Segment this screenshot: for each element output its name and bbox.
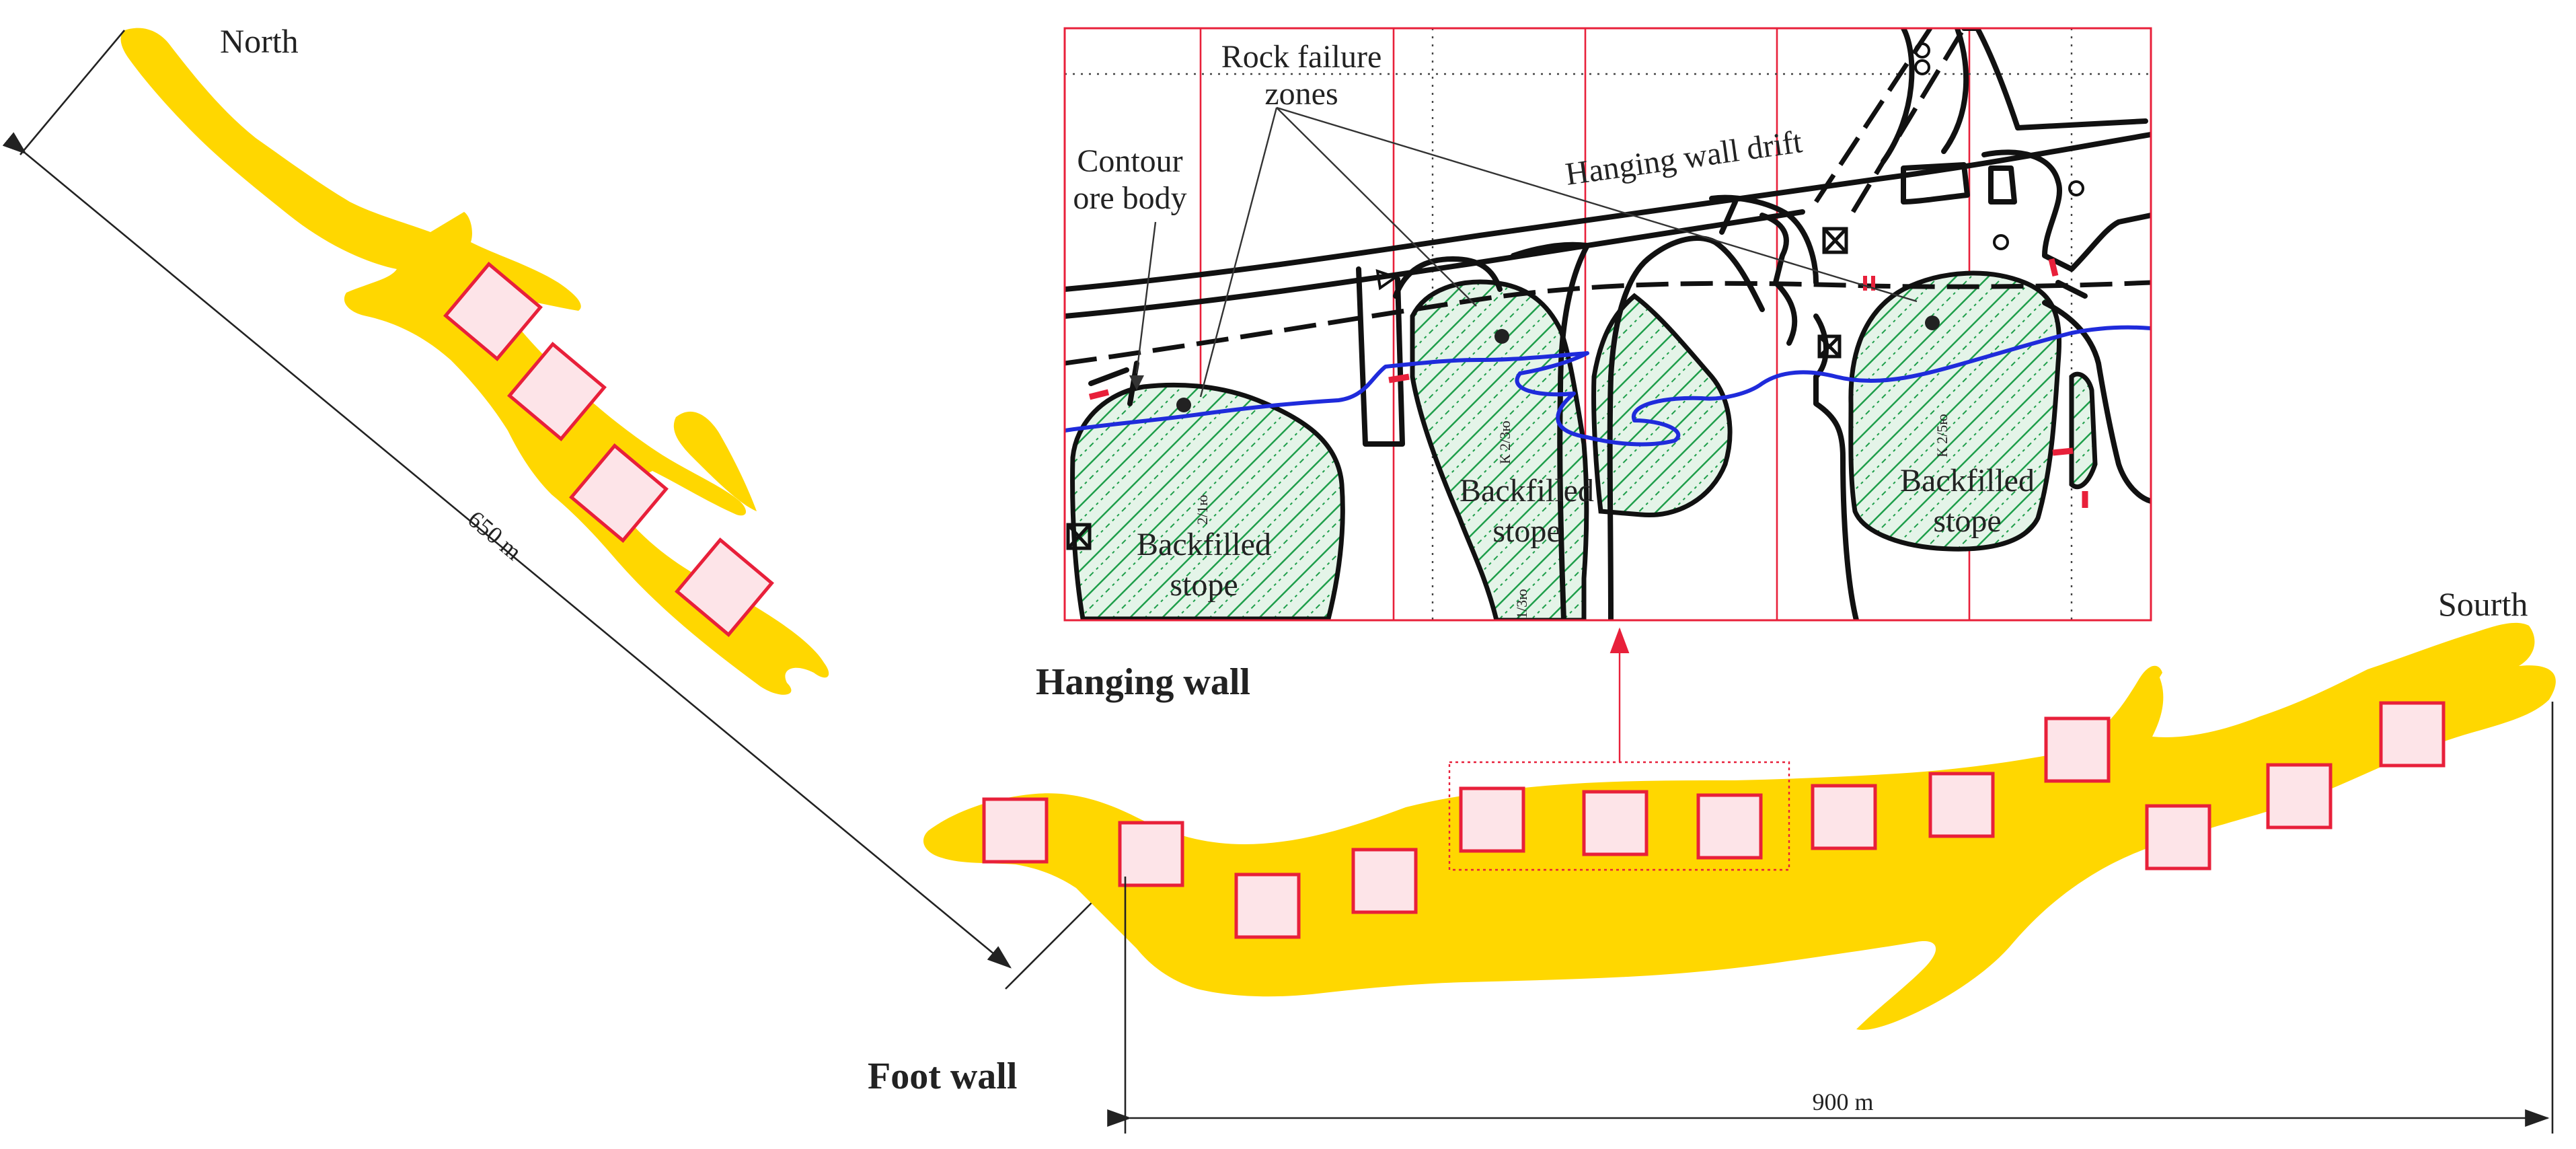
stope-block xyxy=(2044,716,2111,783)
stope-block xyxy=(2145,804,2211,870)
dim-900-label: 900 m xyxy=(1812,1088,1873,1115)
rock-failure-label: Rock failure xyxy=(1221,39,1382,75)
contour-label: Contour xyxy=(1077,143,1182,179)
stope-block xyxy=(1234,873,1301,939)
inset-mine-plan: 2/1ю К 2/3ю К 2/5ю 1/3ю Backfilled stope… xyxy=(1063,27,2152,622)
backfilled-label: Backfilled xyxy=(1900,463,2035,498)
dim-650-label: 650 m xyxy=(463,505,527,565)
inset-selection xyxy=(1448,627,1790,871)
stope-code: К 2/5ю xyxy=(1934,414,1950,457)
inset-frame xyxy=(1063,27,2152,622)
stope-block xyxy=(1811,784,1877,850)
backfilled-label: Backfilled xyxy=(1460,473,1594,509)
stope-label: stope xyxy=(1170,567,1238,603)
stope-block xyxy=(1459,786,1525,853)
north-label: North xyxy=(220,22,299,60)
hanging-wall-label: Hanging wall xyxy=(1036,661,1250,703)
backfilled-stope-3 xyxy=(1591,293,1733,518)
stope-code: 2/1ю xyxy=(1194,494,1211,525)
stope-block xyxy=(1351,848,1418,914)
dimension-900m: 900 m xyxy=(1107,702,2554,1134)
stope-code: К 2/3ю xyxy=(1497,420,1513,464)
contour-label: ore body xyxy=(1073,180,1186,216)
ore-contour-line xyxy=(1065,325,2151,447)
stope-block xyxy=(2379,701,2446,768)
south-stopes xyxy=(982,701,2446,939)
stope-label: stope xyxy=(1933,503,2001,539)
backfilled-label: Backfilled xyxy=(1137,527,1271,562)
failure-markers xyxy=(1088,258,2088,508)
south-label: Sourth xyxy=(2438,585,2528,623)
stope-block xyxy=(1582,790,1649,856)
rock-failure-label: zones xyxy=(1264,76,1338,112)
stope-block xyxy=(1928,772,1995,838)
stope-block xyxy=(982,797,1049,864)
stope-block xyxy=(1696,793,1763,860)
stope-label: stope xyxy=(1492,513,1560,549)
stope-code: 1/3ю xyxy=(1513,589,1530,619)
foot-wall-label: Foot wall xyxy=(868,1055,1017,1097)
backfilled-stope-5 xyxy=(2069,371,2098,490)
stope-block xyxy=(1118,821,1184,887)
stope-block xyxy=(2266,763,2333,829)
